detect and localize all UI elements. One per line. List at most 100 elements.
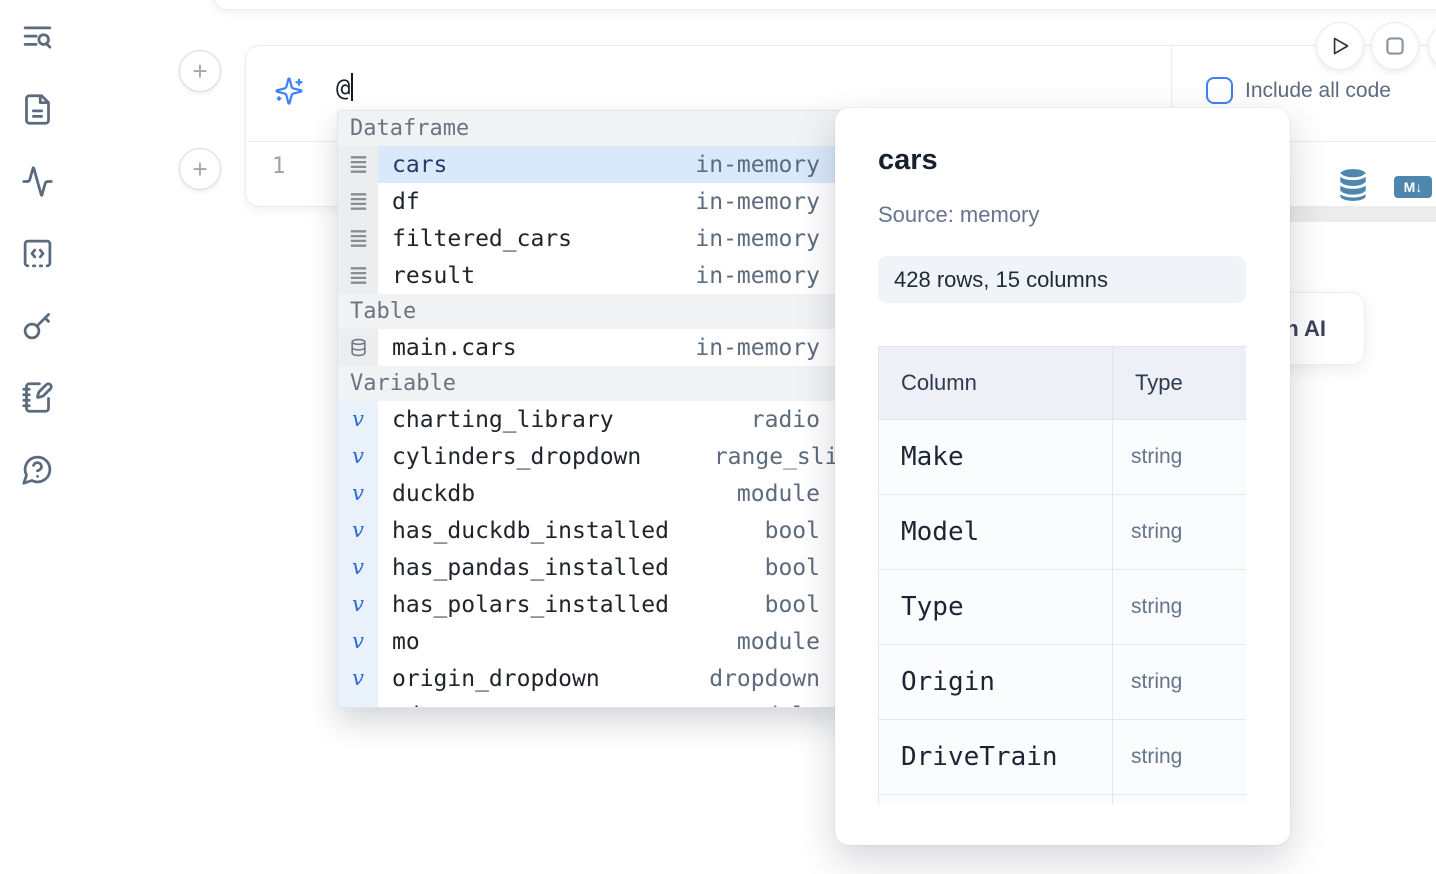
include-all-code-label: Include all code — [1245, 78, 1391, 102]
variable-icon: v — [338, 549, 378, 586]
dataframe-icon — [338, 220, 378, 257]
run-cell-button[interactable] — [1317, 23, 1363, 69]
item-detail: in-memory — [695, 225, 820, 252]
preview-shape-badge: 428 rows, 15 columns — [878, 256, 1246, 303]
variable-icon: v — [338, 401, 378, 438]
sidebar-item-help-bubble[interactable] — [21, 453, 54, 486]
autocomplete-item-filtered_cars[interactable]: filtered_cars in-memory — [338, 220, 842, 257]
variable-icon: v — [338, 623, 378, 660]
item-detail: bool — [764, 554, 820, 581]
add-cell-button-editor[interactable]: + — [179, 148, 221, 190]
prompt-divider — [1171, 46, 1172, 141]
variable-icon: v — [352, 592, 364, 616]
include-all-code: Include all code — [1206, 77, 1391, 104]
autocomplete-item-main: pdmodule — [378, 697, 842, 708]
variable-icon: v — [352, 666, 364, 690]
autocomplete-section-table: Table — [338, 294, 842, 329]
item-detail: radio — [750, 406, 820, 433]
item-detail: in-memory — [695, 262, 820, 289]
autocomplete-item-result[interactable]: result in-memory — [338, 257, 842, 294]
autocomplete-item-main: filtered_cars in-memory — [378, 220, 842, 257]
sidebar-item-file-document[interactable] — [21, 93, 54, 126]
autocomplete-item-df[interactable]: df in-memory — [338, 183, 842, 220]
item-name: duckdb — [392, 480, 476, 507]
schema-column-name: Origin — [878, 644, 1113, 720]
stop-cell-button[interactable] — [1372, 23, 1418, 69]
sidebar-item-text-search[interactable] — [21, 21, 54, 54]
item-detail: module — [737, 703, 820, 708]
item-name: cars — [392, 151, 448, 178]
item-name: has_pandas_installed — [392, 554, 669, 581]
code-editor-row[interactable]: 1 M↓ — [246, 142, 1436, 206]
schema-row — [878, 794, 1246, 805]
schema-column-name: Make — [878, 419, 1113, 495]
sidebar-item-notebook-pen[interactable] — [21, 381, 54, 414]
variable-icon: v — [338, 586, 378, 623]
ai-prompt-input[interactable]: @ — [336, 73, 354, 102]
autocomplete-item-pd[interactable]: v pdmodule — [338, 697, 842, 708]
notebook-pen-icon — [21, 382, 53, 413]
dataframe-icon — [338, 257, 378, 294]
schema-column-type: string — [1112, 419, 1246, 495]
add-cell-button-top[interactable]: + — [179, 50, 221, 92]
item-name: df — [392, 188, 420, 215]
variable-icon: v — [338, 660, 378, 697]
variable-icon: v — [338, 475, 378, 512]
include-all-code-checkbox[interactable] — [1206, 77, 1233, 104]
item-name: filtered_cars — [392, 225, 573, 252]
schema-column-name: Model — [878, 494, 1113, 570]
markdown-icon[interactable]: M↓ — [1394, 176, 1432, 198]
sidebar — [18, 21, 56, 486]
item-name: result — [392, 262, 476, 289]
item-name: origin_dropdown — [392, 665, 600, 692]
autocomplete-item-has_duckdb_installed[interactable]: v has_duckdb_installed bool — [338, 512, 842, 549]
sidebar-item-code-snippet[interactable] — [21, 237, 54, 270]
datasource-icon[interactable] — [1331, 166, 1375, 209]
key-icon — [23, 313, 50, 340]
code-snippet-icon — [23, 239, 51, 268]
autocomplete-item-main: has_duckdb_installed bool — [378, 512, 842, 549]
sidebar-item-key[interactable] — [21, 309, 54, 342]
item-name: has_duckdb_installed — [392, 517, 669, 544]
file-document-icon — [24, 94, 50, 125]
previous-cell-edge — [212, 0, 1436, 10]
schema-header-type: Type — [1112, 346, 1246, 420]
item-name: cylinders_dropdown — [392, 443, 642, 470]
dataframe-icon — [338, 183, 378, 220]
item-detail: module — [736, 480, 820, 507]
variable-icon: v — [352, 555, 364, 579]
variable-icon: v — [352, 518, 364, 542]
help-bubble-icon — [21, 455, 51, 485]
schema-column-name: DriveTrain — [878, 719, 1113, 795]
item-detail: in-memory — [695, 188, 820, 215]
variable-icon: v — [352, 705, 364, 708]
item-detail: bool — [764, 517, 820, 544]
variable-icon: v — [352, 629, 364, 653]
schema-column-name — [878, 794, 1113, 805]
autocomplete-item-main: duckdb module — [378, 475, 842, 512]
activity-icon — [21, 166, 53, 197]
variable-icon: v — [352, 407, 364, 431]
item-detail: module — [736, 628, 820, 655]
sidebar-item-activity[interactable] — [21, 165, 54, 198]
autocomplete-item-has_pandas_installed[interactable]: v has_pandas_installed bool — [338, 549, 842, 586]
more-actions-button[interactable] — [1429, 23, 1436, 69]
